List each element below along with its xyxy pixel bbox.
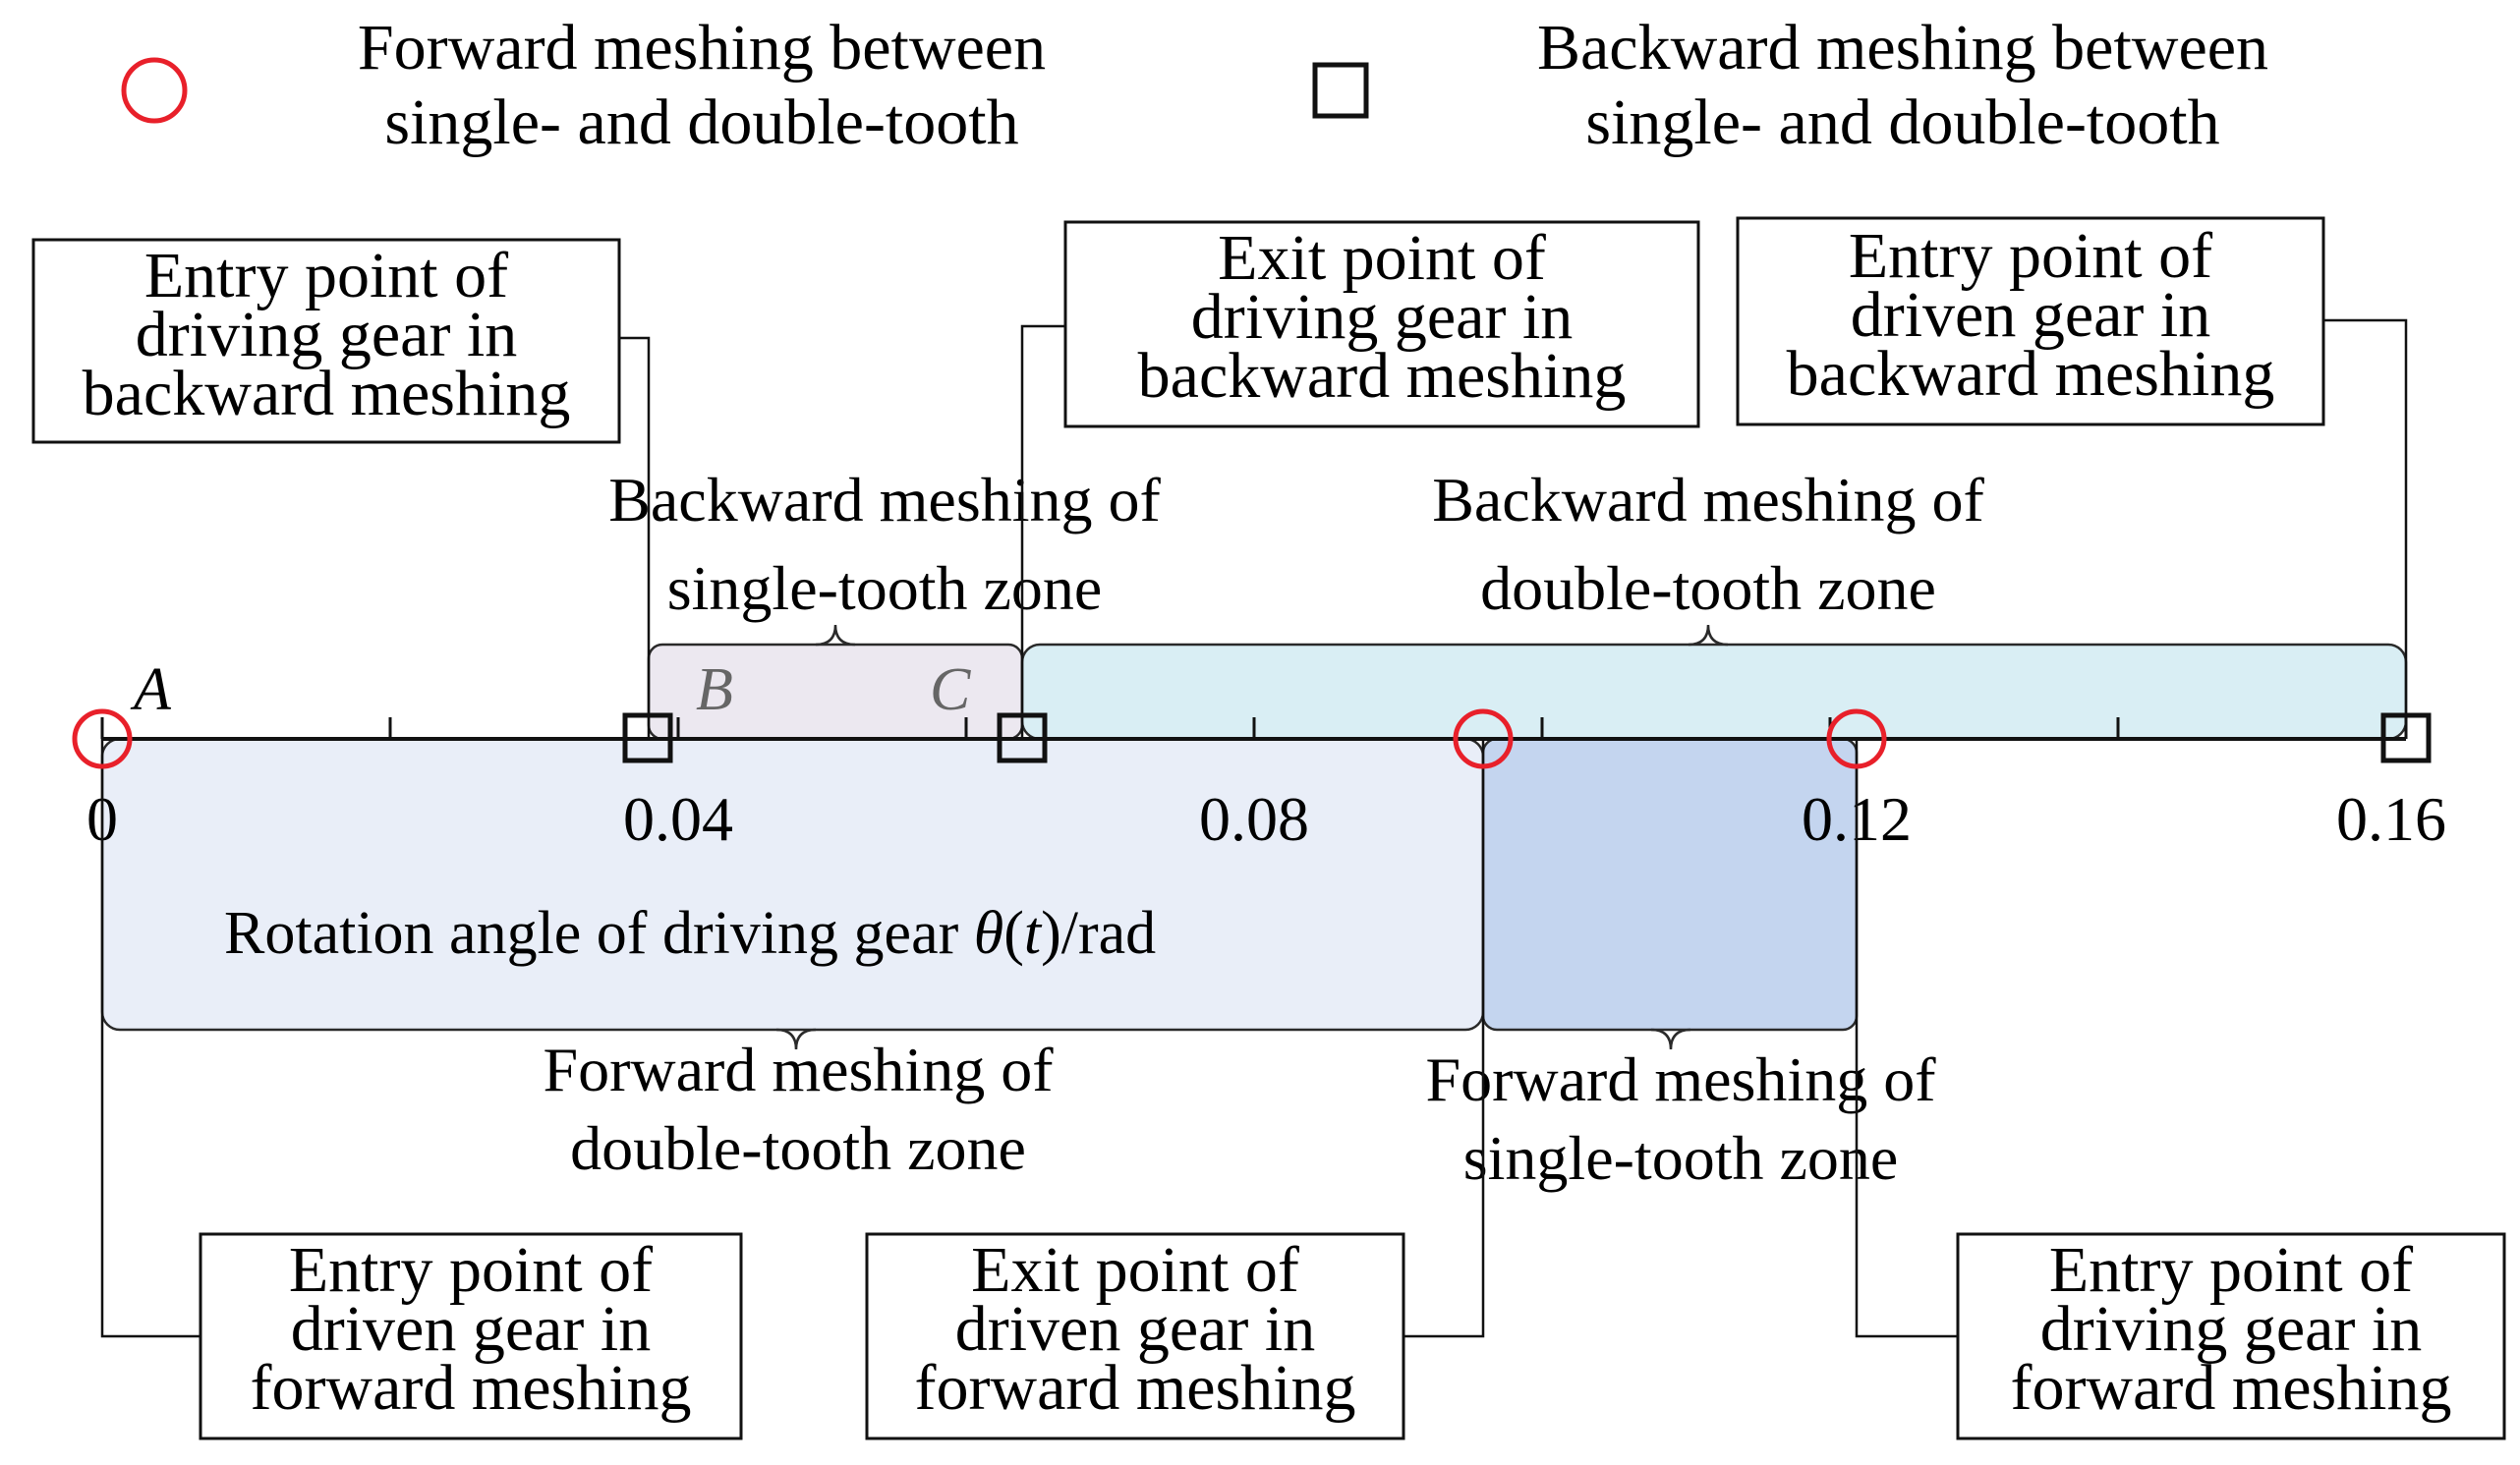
point-label-a: A xyxy=(130,656,172,723)
zone-label-backward-single-2: single-tooth zone xyxy=(667,553,1103,623)
callout-line: forward meshing xyxy=(250,1352,691,1424)
legend-backward-line1: Backward meshing between xyxy=(1537,12,2268,84)
callout-line: Exit point of xyxy=(1218,222,1546,294)
axis-title: Rotation angle of driving gear θ(t)/rad xyxy=(224,900,1156,967)
forward-marker-circle-icon xyxy=(1826,708,1887,769)
axis-title-t: t xyxy=(1024,900,1043,967)
brace-tip-backward-single xyxy=(815,624,856,647)
legend-black-square-icon xyxy=(1312,62,1369,119)
legend-forward-line1: Forward meshing between xyxy=(358,12,1046,84)
callout-line: Exit point of xyxy=(971,1234,1299,1306)
legend-backward-line2: single- and double-tooth xyxy=(1585,86,2219,158)
backward-marker-square-icon xyxy=(622,712,673,763)
backward-marker-square-icon xyxy=(2380,712,2432,763)
callout-line: driven gear in xyxy=(291,1293,652,1365)
callout-line: backward meshing xyxy=(1138,340,1627,412)
callout-line: driven gear in xyxy=(1851,279,2211,351)
leader-entry-driving-backward xyxy=(619,336,651,739)
backward-marker-square-icon xyxy=(997,712,1048,763)
zone-label-backward-single-1: Backward meshing of xyxy=(608,465,1161,535)
zone-label-forward-single-2: single-tooth zone xyxy=(1463,1123,1899,1193)
callout-entry-driven-backward: Entry point of driven gear in backward m… xyxy=(1736,216,2325,426)
callout-line: forward meshing xyxy=(914,1352,1355,1424)
callout-exit-driving-backward: Exit point of driving gear in backward m… xyxy=(1063,220,1700,428)
leader-entry-driven-forward xyxy=(100,739,200,1338)
zone-label-forward-single-1: Forward meshing of xyxy=(1425,1044,1936,1114)
axis-title-theta: θ xyxy=(974,900,1003,967)
zone-label-forward-double-2: double-tooth zone xyxy=(570,1113,1026,1183)
zone-forward-double-fill xyxy=(100,737,1485,1032)
callout-line: Entry point of xyxy=(289,1234,653,1306)
point-label-b: B xyxy=(696,656,733,723)
brace-tip-backward-double xyxy=(1688,624,1729,647)
axis-title-suffix: )/rad xyxy=(1041,900,1156,967)
callout-entry-driving-backward: Entry point of driving gear in backward … xyxy=(31,238,621,444)
callout-line: driving gear in xyxy=(2040,1293,2423,1365)
callout-line: Entry point of xyxy=(1849,220,2212,292)
zone-label-forward-double-1: Forward meshing of xyxy=(543,1035,1054,1104)
leader-entry-driving-forward xyxy=(1855,739,1958,1338)
callout-entry-driven-forward: Entry point of driven gear in forward me… xyxy=(199,1232,743,1440)
legend: Forward meshing between single- and doub… xyxy=(121,12,2268,158)
callout-line: driving gear in xyxy=(1191,281,1574,353)
callout-line: backward meshing xyxy=(83,358,571,429)
axis-title-prefix: Rotation angle of driving gear xyxy=(224,900,974,967)
leader-entry-driven-backward xyxy=(2323,318,2408,739)
brace-tip-forward-double xyxy=(775,1028,817,1050)
callout-line: driven gear in xyxy=(955,1293,1316,1365)
zone-forward-single-fill xyxy=(1481,737,1859,1032)
zone-backward-double-fill xyxy=(1020,643,2408,741)
tick-label-0.08: 0.08 xyxy=(1199,784,1309,854)
callout-line: driving gear in xyxy=(136,299,518,370)
tick-label-0.04: 0.04 xyxy=(623,784,733,854)
leader-exit-driving-backward xyxy=(1020,324,1065,739)
legend-forward-line2: single- and double-tooth xyxy=(384,86,1018,158)
tick-label-0.16: 0.16 xyxy=(2336,784,2446,854)
callout-line: forward meshing xyxy=(2010,1352,2451,1424)
callout-entry-driving-forward: Entry point of driving gear in forward m… xyxy=(1956,1232,2506,1440)
callout-line: backward meshing xyxy=(1787,338,2275,410)
legend-red-circle-icon xyxy=(121,57,188,124)
callout-line: Entry point of xyxy=(144,240,508,311)
brace-tip-forward-single xyxy=(1650,1028,1691,1050)
axis-title-paren: ( xyxy=(1003,900,1024,967)
zone-label-backward-double-2: double-tooth zone xyxy=(1480,553,1936,623)
leader-exit-driven-forward xyxy=(1403,739,1485,1338)
forward-marker-circle-icon xyxy=(72,708,133,769)
callout-line: Entry point of xyxy=(2049,1234,2413,1306)
callout-exit-driven-forward: Exit point of driven gear in forward mes… xyxy=(865,1232,1405,1440)
forward-marker-circle-icon xyxy=(1453,708,1514,769)
zone-label-backward-double-1: Backward meshing of xyxy=(1432,465,1984,535)
point-label-c: C xyxy=(930,656,971,723)
